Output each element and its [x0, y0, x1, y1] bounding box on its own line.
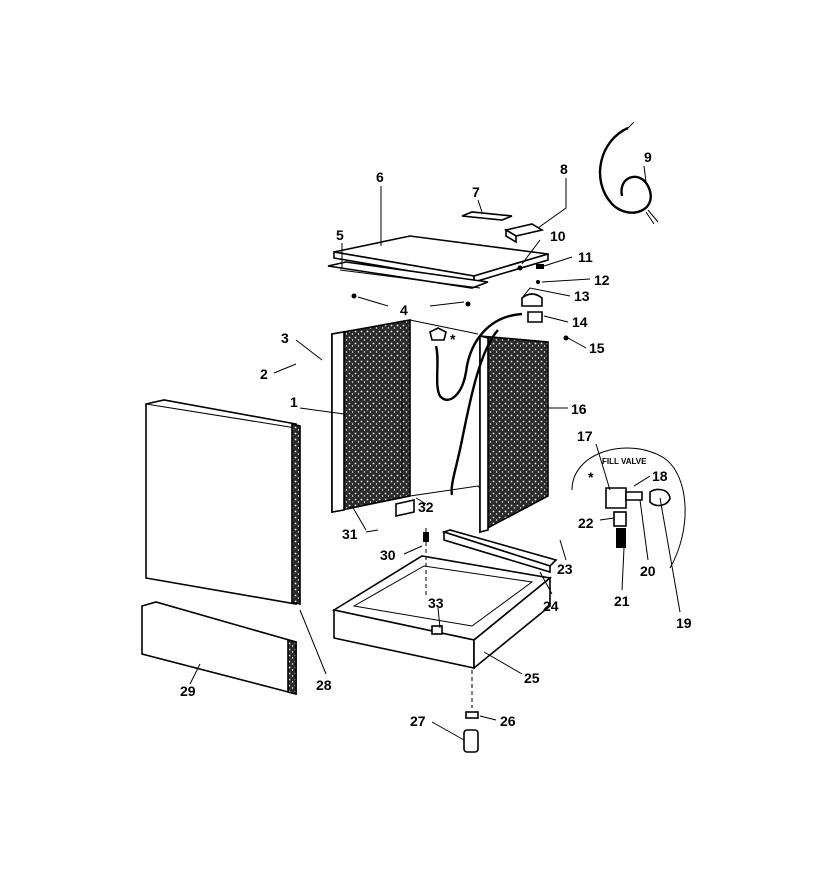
- leveling-leg: [463, 670, 479, 753]
- callout-19: 19: [676, 615, 692, 631]
- fill-valve-detail: [571, 447, 686, 569]
- fill-hose: [429, 312, 523, 496]
- left-side-panel: [331, 319, 479, 513]
- callout-22: 22: [578, 515, 594, 531]
- lower-bracket: [351, 499, 415, 531]
- callout-18: 18: [652, 468, 668, 484]
- callout-32: 32: [418, 499, 434, 515]
- callout-6: 6: [376, 169, 384, 185]
- callout-21: 21: [614, 593, 630, 609]
- callout-14: 14: [572, 314, 588, 330]
- asterisk-hose: *: [450, 331, 456, 347]
- mounting-panel: [327, 261, 489, 289]
- small-hardware: [517, 264, 569, 341]
- callout-4: 4: [400, 302, 408, 318]
- callout-33: 33: [428, 595, 444, 611]
- callout-2: 2: [260, 366, 268, 382]
- callout-13: 13: [574, 288, 590, 304]
- callout-3: 3: [281, 330, 289, 346]
- callout-23: 23: [557, 561, 573, 577]
- callout-20: 20: [640, 563, 656, 579]
- leader-lines: [189, 165, 681, 741]
- fill-valve-label: FILL VALVE: [602, 457, 647, 466]
- callout-11: 11: [578, 249, 593, 265]
- rear-frame: [401, 380, 481, 497]
- bracket-part: [461, 211, 513, 221]
- callout-25: 25: [524, 670, 540, 686]
- asterisk-fill-valve: *: [588, 469, 594, 485]
- callout-17: 17: [577, 428, 593, 444]
- callout-1: 1: [290, 394, 298, 410]
- callout-28: 28: [316, 677, 332, 693]
- top-panel: [333, 235, 549, 284]
- callout-26: 26: [500, 713, 516, 729]
- callout-15: 15: [589, 340, 605, 356]
- right-side-panel: [479, 334, 549, 534]
- callout-27: 27: [410, 713, 426, 729]
- top-screws: [351, 293, 471, 307]
- callout-12: 12: [594, 272, 610, 288]
- callout-24: 24: [543, 598, 559, 614]
- pin-30: [423, 528, 429, 598]
- callout-8: 8: [560, 161, 568, 177]
- callout-9: 9: [644, 149, 652, 165]
- kick-plate: [141, 601, 297, 696]
- callout-30: 30: [380, 547, 396, 563]
- base-frame: [331, 555, 552, 670]
- callout-5: 5: [336, 227, 344, 243]
- callout-10: 10: [550, 228, 566, 244]
- callout-labels: 1 2 3 4 5 6 7 8 9 10 11 12 13 14 15 16 1…: [180, 149, 692, 729]
- callout-29: 29: [180, 683, 196, 699]
- bottom-bar: [441, 529, 558, 574]
- callout-7: 7: [472, 184, 480, 200]
- outer-door-panel: [145, 399, 301, 606]
- power-cord: [598, 121, 659, 225]
- callout-31: 31: [342, 526, 358, 542]
- callout-16: 16: [571, 401, 587, 417]
- box-part: [503, 223, 545, 244]
